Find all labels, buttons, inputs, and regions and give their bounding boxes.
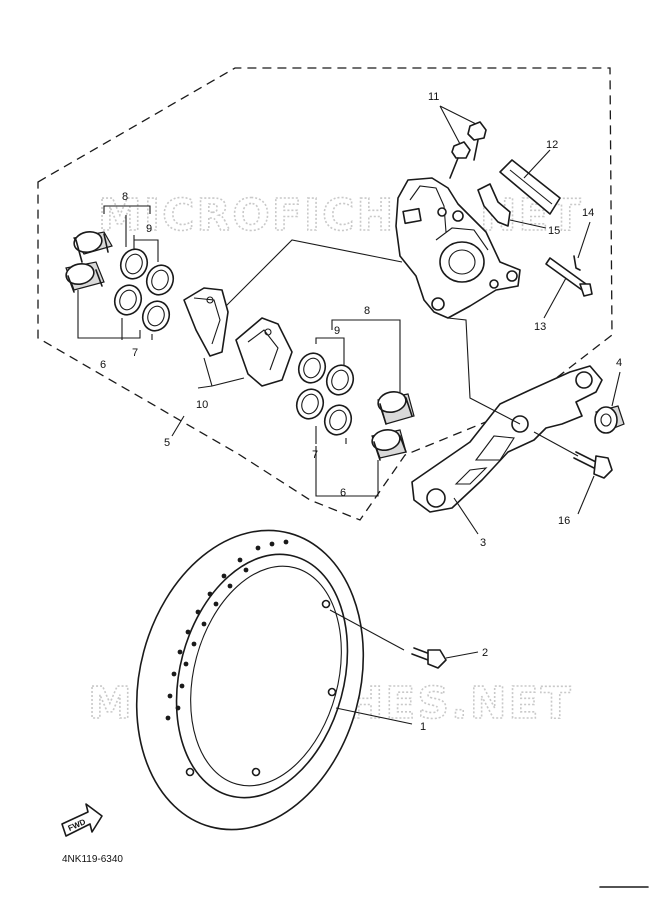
callout-10: 10 bbox=[196, 399, 208, 411]
leader-13 bbox=[543, 277, 567, 319]
bracket-8a bbox=[103, 205, 151, 214]
right-piston-group bbox=[295, 319, 415, 497]
bracket-9a bbox=[133, 235, 159, 262]
leader-1 bbox=[335, 707, 413, 725]
leader-11 bbox=[439, 105, 477, 145]
pad-spring bbox=[499, 159, 561, 215]
bracket-bolt bbox=[573, 451, 613, 479]
pad-clip bbox=[477, 183, 511, 227]
collar bbox=[594, 405, 625, 434]
bracket-7b bbox=[315, 426, 347, 444]
callout-1: 1 bbox=[420, 721, 426, 733]
brake-disc bbox=[135, 529, 365, 831]
disc-bolt bbox=[411, 647, 447, 669]
piston-left-2 bbox=[65, 261, 105, 293]
bracket-6a bbox=[77, 290, 141, 339]
bracket-9b bbox=[315, 337, 345, 366]
seal-set-left bbox=[113, 248, 175, 332]
leader-12 bbox=[523, 149, 551, 179]
brake-pad-2 bbox=[235, 317, 293, 387]
bracket-8b bbox=[331, 319, 401, 392]
bracket-10 bbox=[197, 357, 245, 389]
bracket-7a bbox=[121, 318, 153, 340]
caliper-assembly-outline bbox=[37, 67, 613, 521]
callout-16: 16 bbox=[558, 515, 570, 527]
leader-5 bbox=[171, 415, 185, 437]
seal-set-right bbox=[295, 352, 355, 436]
leader-2 bbox=[329, 609, 405, 651]
callout-11: 11 bbox=[428, 91, 439, 103]
pin-clip bbox=[573, 255, 581, 271]
callout-15: 15 bbox=[548, 225, 560, 237]
caliper-bracket bbox=[411, 365, 603, 513]
callout-7b: 7 bbox=[312, 449, 318, 461]
pad-pin bbox=[545, 257, 593, 297]
leader-caliper-bracket bbox=[447, 317, 521, 425]
callout-9a: 9 bbox=[146, 223, 152, 235]
callout-5: 5 bbox=[164, 437, 170, 449]
leader-15 bbox=[509, 219, 547, 229]
diagram-code: 4NK119-6340 bbox=[62, 854, 123, 865]
leader-caliper-pad bbox=[225, 239, 403, 307]
piston-left-1 bbox=[73, 230, 113, 263]
leader-14 bbox=[577, 221, 591, 259]
leader-3 bbox=[453, 497, 479, 535]
callout-14: 14 bbox=[582, 207, 594, 219]
callout-6b: 6 bbox=[340, 487, 346, 499]
brake-pad-1 bbox=[183, 287, 229, 357]
bracket-6b bbox=[315, 446, 379, 497]
disc-holes bbox=[165, 539, 289, 721]
callout-4: 4 bbox=[616, 357, 622, 369]
leader-4 bbox=[611, 371, 621, 407]
piston-right-2 bbox=[371, 428, 407, 461]
bleed-screw-2 bbox=[449, 141, 471, 179]
piston-right-1 bbox=[377, 390, 415, 425]
callout-12: 12 bbox=[546, 139, 558, 151]
leader-16 bbox=[577, 475, 595, 515]
callout-3: 3 bbox=[480, 537, 486, 549]
forward-arrow-icon: FWD bbox=[61, 803, 103, 837]
callout-13: 13 bbox=[534, 321, 546, 333]
callout-6a: 6 bbox=[100, 359, 106, 371]
callout-9b: 9 bbox=[334, 325, 340, 337]
callout-7a: 7 bbox=[132, 347, 138, 359]
leader-bolt-bracket bbox=[533, 431, 579, 457]
left-piston-group bbox=[65, 205, 175, 340]
caliper-body bbox=[395, 177, 521, 319]
bleed-screw-1 bbox=[467, 121, 487, 161]
callout-8b: 8 bbox=[364, 305, 370, 317]
leader-2b bbox=[445, 651, 479, 659]
callout-2: 2 bbox=[482, 647, 488, 659]
callout-8a: 8 bbox=[122, 191, 128, 203]
